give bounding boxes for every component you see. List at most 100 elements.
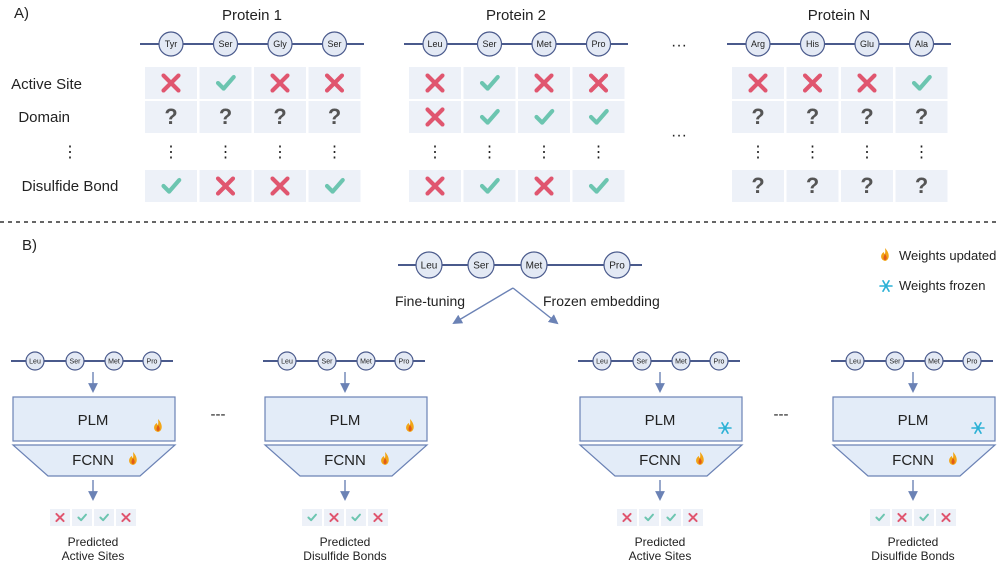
annotation-active_site-cross-icon bbox=[588, 73, 609, 93]
annotation-active_site-cross-icon bbox=[161, 73, 181, 93]
prediction-caption-line1: Predicted bbox=[888, 535, 939, 549]
residue-label: Tyr bbox=[165, 39, 178, 49]
annotation-cell bbox=[308, 170, 361, 202]
fine-tuning-arrow bbox=[452, 287, 514, 324]
protein-title: Protein 2 bbox=[486, 7, 546, 24]
prediction-caption-line1: Predicted bbox=[635, 535, 686, 549]
residue-node bbox=[671, 351, 691, 371]
plm-box bbox=[832, 396, 996, 442]
residue-label: Ser bbox=[327, 39, 341, 49]
residue-label: Met bbox=[360, 358, 372, 365]
residue-label: Leu bbox=[427, 39, 442, 49]
residue-label: Ser bbox=[890, 358, 902, 365]
residue-label: Pro bbox=[591, 39, 605, 49]
residue-label: Leu bbox=[596, 358, 608, 365]
protein-title: Protein N bbox=[808, 7, 871, 24]
vertical-ellipsis: ⋮ bbox=[805, 144, 821, 161]
residue-node bbox=[65, 351, 85, 371]
branch-label-fine-tuning: Fine-tuning bbox=[395, 293, 465, 309]
annotation-cell bbox=[145, 170, 197, 202]
svg-text:?: ? bbox=[328, 104, 341, 129]
annotation-disulfide_bond-check-icon bbox=[588, 177, 609, 194]
annotation-disulfide_bond-question-icon: ? bbox=[806, 173, 819, 198]
fcnn-trapezoid bbox=[578, 444, 744, 477]
annotation-active_site-cross-icon bbox=[534, 73, 554, 93]
svg-text:?: ? bbox=[273, 104, 286, 129]
svg-text:?: ? bbox=[751, 104, 764, 129]
plm-snowflake-icon bbox=[971, 422, 985, 434]
residue-node bbox=[415, 251, 443, 279]
residue-node bbox=[321, 31, 348, 57]
residue-label: His bbox=[806, 39, 819, 49]
fcnn-trapezoid bbox=[263, 444, 429, 477]
annotation-disulfide_bond-cross-icon bbox=[534, 176, 554, 196]
residue-label: Met bbox=[536, 39, 552, 49]
plm-box bbox=[12, 396, 176, 442]
proteins-ellipsis-lower: ··· bbox=[671, 127, 687, 144]
vertical-ellipsis: ⋮ bbox=[482, 144, 498, 161]
annotation-cell bbox=[463, 101, 516, 133]
vertical-ellipsis: ⋮ bbox=[272, 144, 288, 161]
fcnn-flame-icon bbox=[696, 452, 704, 465]
output-check-icon bbox=[919, 513, 929, 522]
vertical-ellipsis: ⋮ bbox=[750, 144, 766, 161]
fcnn-label: FCNN bbox=[324, 452, 366, 469]
residue-label: Met bbox=[928, 358, 940, 365]
annotation-disulfide_bond-check-icon bbox=[161, 177, 182, 194]
annotation-cell bbox=[786, 101, 839, 133]
plm-box bbox=[264, 396, 428, 442]
prediction-caption-line1: Predicted bbox=[68, 535, 119, 549]
protein-title: Protein 1 bbox=[222, 7, 282, 24]
output-cross-icon bbox=[121, 512, 131, 523]
panel-a-label: A) bbox=[14, 5, 29, 22]
prediction-caption-line2: Disulfide Bonds bbox=[871, 549, 954, 561]
annotation-domain-question-icon: ? bbox=[219, 104, 232, 129]
residue-label: Leu bbox=[281, 358, 293, 365]
residue-label: Met bbox=[108, 358, 120, 365]
residue-label: Ser bbox=[473, 261, 489, 272]
annotation-active_site-cross-icon bbox=[324, 73, 345, 93]
output-cell bbox=[346, 509, 366, 526]
fcnn-trapezoid bbox=[11, 444, 177, 477]
output-cross-icon bbox=[688, 512, 698, 523]
output-check-icon bbox=[351, 513, 361, 522]
svg-text:?: ? bbox=[860, 104, 873, 129]
residue-label: Leu bbox=[849, 358, 861, 365]
residue-node bbox=[356, 351, 376, 371]
annotation-disulfide_bond-cross-icon bbox=[425, 176, 445, 196]
annotation-domain-question-icon: ? bbox=[273, 104, 286, 129]
annotation-disulfide_bond-question-icon: ? bbox=[751, 173, 764, 198]
residue-node bbox=[520, 251, 548, 279]
annotation-cell bbox=[518, 101, 570, 133]
residue-label: Pro bbox=[714, 358, 725, 365]
svg-text:?: ? bbox=[219, 104, 232, 129]
annotation-cell bbox=[841, 101, 893, 133]
annotation-active_site-check-icon bbox=[215, 74, 236, 91]
residue-node bbox=[799, 31, 826, 57]
output-cross-icon bbox=[897, 512, 907, 523]
residue-node bbox=[158, 31, 184, 57]
residue-node bbox=[962, 351, 982, 371]
annotation-active_site-check-icon bbox=[479, 74, 500, 91]
output-check-icon bbox=[666, 513, 676, 522]
residue-label: Ser bbox=[482, 39, 496, 49]
output-check-icon bbox=[644, 513, 654, 522]
legend-updated-label: Weights updated bbox=[899, 248, 996, 263]
vertical-ellipsis: ⋮ bbox=[914, 144, 930, 161]
residue-label: Met bbox=[526, 261, 543, 272]
output-cross-icon bbox=[622, 512, 632, 523]
annotation-disulfide_bond-check-icon bbox=[324, 177, 345, 194]
legend-frozen-label: Weights frozen bbox=[899, 278, 985, 293]
annotation-cell bbox=[145, 101, 197, 133]
plm-label: PLM bbox=[898, 412, 929, 429]
residue-label: Pro bbox=[147, 358, 158, 365]
residue-label: Pro bbox=[609, 261, 625, 272]
